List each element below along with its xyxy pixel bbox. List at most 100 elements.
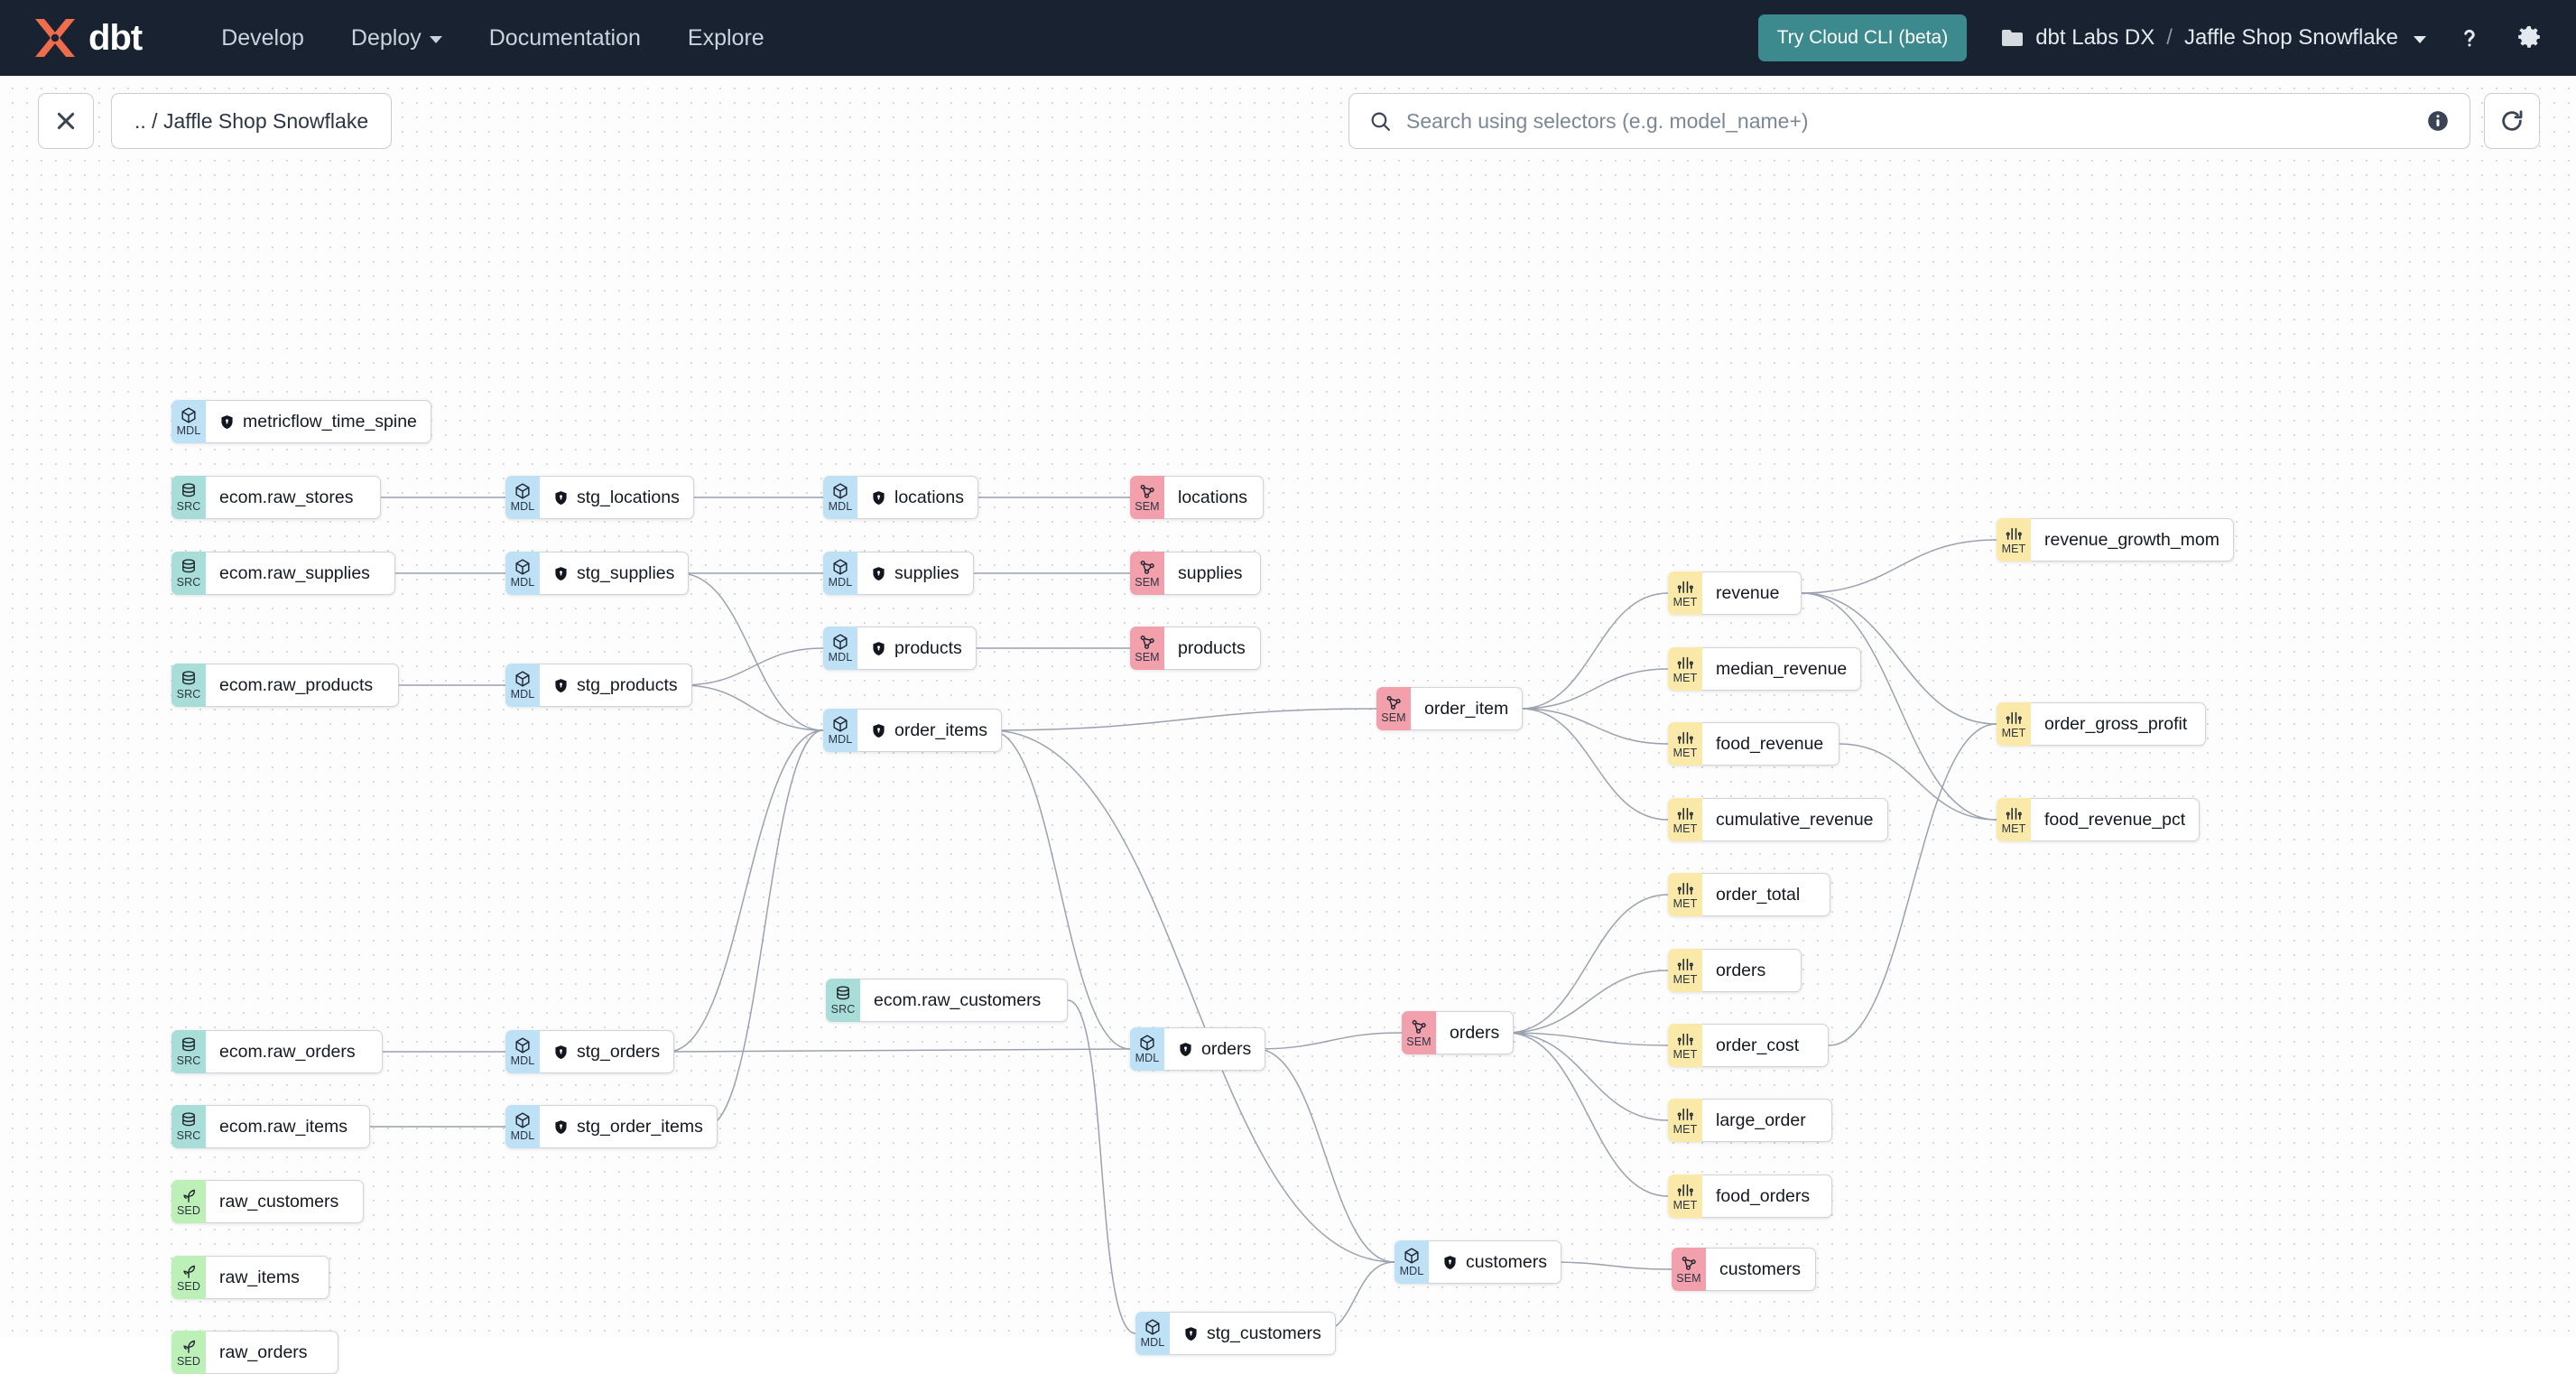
graph-node-sem_products[interactable]: SEM products [1130, 627, 1261, 670]
lineage-edge [1067, 999, 1136, 1334]
graph-node-sem_supplies[interactable]: SEM supplies [1130, 552, 1261, 595]
met-type-icon [2005, 805, 2023, 822]
refresh-graph-button[interactable] [2484, 93, 2540, 149]
node-type-label: MET [1673, 822, 1698, 835]
graph-node-sem_orders[interactable]: SEM orders [1402, 1011, 1515, 1054]
node-label: supplies [894, 562, 959, 583]
dbt-logo[interactable]: dbt [31, 16, 143, 60]
mdl-type-icon [831, 715, 849, 733]
nav-documentation[interactable]: Documentation [466, 0, 664, 76]
node-body: food_revenue [1702, 722, 1839, 766]
graph-node-sem_locations[interactable]: SEM locations [1130, 476, 1264, 519]
graph-node-met_food_revenue[interactable]: MET food_revenue [1668, 722, 1839, 766]
lineage-edge [1506, 894, 1669, 1034]
node-type-badge-mdl: MDL [505, 476, 540, 519]
graph-node-ecom_raw_customers[interactable]: SRC ecom.raw_customers [826, 979, 1068, 1022]
bar-chart-icon [1677, 731, 1693, 744]
graph-node-met_order_total[interactable]: MET order_total [1668, 873, 1830, 916]
graph-node-stg_orders[interactable]: MDL stg_orders [505, 1030, 675, 1073]
node-type-label: MET [1673, 595, 1698, 608]
graph-node-stg_order_items[interactable]: MDL stg_order_items [505, 1105, 718, 1148]
node-type-label: SED [176, 1354, 200, 1368]
graph-node-met_order_cost[interactable]: MET order_cost [1668, 1024, 1829, 1067]
node-body: revenue [1702, 571, 1802, 615]
node-label: stg_orders [577, 1041, 661, 1062]
graph-node-met_orders[interactable]: MET orders [1668, 949, 1802, 992]
graph-node-ecom_raw_items[interactable]: SRC ecom.raw_items [171, 1105, 370, 1148]
search-bar[interactable] [1348, 93, 2470, 149]
nav-develop-label: Develop [221, 24, 304, 51]
graph-node-supplies[interactable]: MDL supplies [823, 552, 974, 595]
search-input[interactable] [1406, 108, 2412, 134]
graph-node-stg_customers[interactable]: MDL stg_customers [1135, 1312, 1336, 1355]
graph-node-met_food_orders[interactable]: MET food_orders [1668, 1174, 1832, 1218]
graph-node-orders[interactable]: MDL orders [1130, 1027, 1266, 1071]
help-button[interactable] [2453, 22, 2486, 54]
nav-develop[interactable]: Develop [198, 0, 328, 76]
node-body: stg_orders [540, 1030, 675, 1073]
node-body: raw_items [206, 1256, 329, 1299]
graph-node-raw_items[interactable]: SED raw_items [171, 1256, 329, 1299]
node-type-badge-sem: SEM [1130, 627, 1164, 670]
graph-node-ecom_raw_products[interactable]: SRC ecom.raw_products [171, 664, 399, 707]
graph-node-metricflow_time_spine[interactable]: MDL metricflow_time_spine [171, 400, 431, 443]
graph-node-met_food_revenue_pct[interactable]: MET food_revenue_pct [1997, 798, 2201, 841]
node-type-label: SRC [176, 687, 201, 701]
settings-button[interactable] [2513, 22, 2545, 54]
lineage-edges [369, 497, 1997, 1334]
node-body: order_item [1411, 687, 1524, 730]
lineage-edge [667, 1048, 1131, 1053]
node-label: raw_items [219, 1267, 300, 1287]
graph-node-ecom_raw_orders[interactable]: SRC ecom.raw_orders [171, 1030, 383, 1073]
nav-explore[interactable]: Explore [664, 0, 788, 76]
met-type-icon [2005, 710, 2023, 727]
node-body: raw_orders [206, 1331, 338, 1374]
nav-deploy[interactable]: Deploy [328, 0, 466, 76]
search-info-button[interactable] [2426, 109, 2450, 133]
close-graph-button[interactable] [38, 93, 94, 149]
graph-node-stg_products[interactable]: MDL stg_products [505, 664, 692, 707]
graph-node-met_cumulative_revenue[interactable]: MET cumulative_revenue [1668, 798, 1888, 841]
graph-node-locations[interactable]: MDL locations [823, 476, 978, 519]
node-label: products [1178, 637, 1246, 658]
graph-node-stg_supplies[interactable]: MDL stg_supplies [505, 552, 690, 595]
graph-node-raw_orders[interactable]: SED raw_orders [171, 1331, 338, 1374]
node-label: cumulative_revenue [1716, 809, 1874, 830]
graph-node-met_large_order[interactable]: MET large_order [1668, 1099, 1832, 1142]
graph-node-met_revenue_growth_mom[interactable]: MET revenue_growth_mom [1997, 518, 2235, 562]
node-label: order_cost [1716, 1035, 1800, 1055]
graph-node-order_items[interactable]: MDL order_items [823, 709, 1002, 752]
graph-node-customers[interactable]: MDL customers [1395, 1240, 1561, 1284]
graph-node-sem_customers[interactable]: SEM customers [1672, 1248, 1816, 1291]
node-type-badge-mdl: MDL [1395, 1240, 1429, 1284]
node-type-badge-mdl: MDL [1130, 1027, 1164, 1071]
node-type-label: SRC [176, 499, 201, 513]
shield-icon [871, 489, 886, 506]
try-cloud-cli-button[interactable]: Try Cloud CLI (beta) [1757, 14, 1968, 61]
graph-node-sem_order_item[interactable]: SEM order_item [1376, 687, 1524, 730]
node-body: locations [857, 476, 978, 519]
share-nodes-icon [1682, 1256, 1696, 1270]
cube-icon [833, 715, 848, 732]
graph-node-ecom_raw_stores[interactable]: SRC ecom.raw_stores [171, 476, 381, 519]
graph-node-stg_locations[interactable]: MDL stg_locations [505, 476, 694, 519]
node-body: supplies [1164, 552, 1261, 595]
account-project-breadcrumb[interactable]: dbt Labs DX / Jaffle Shop Snowflake [2001, 25, 2426, 51]
graph-breadcrumb-chip[interactable]: .. / Jaffle Shop Snowflake [111, 93, 393, 149]
shield-icon [1442, 1254, 1458, 1271]
graph-node-met_revenue[interactable]: MET revenue [1668, 571, 1802, 615]
graph-node-raw_customers[interactable]: SED raw_customers [171, 1180, 364, 1223]
node-type-badge-src: SRC [826, 979, 860, 1022]
graph-node-products[interactable]: MDL products [823, 627, 977, 670]
lineage-graph-canvas[interactable]: MDL metricflow_time_spine SRC ecom.raw_s… [0, 76, 2576, 1374]
graph-node-met_median_revenue[interactable]: MET median_revenue [1668, 647, 1862, 691]
graph-node-met_order_gross_profit[interactable]: MET order_gross_profit [1997, 702, 2206, 746]
graph-node-ecom_raw_supplies[interactable]: SRC ecom.raw_supplies [171, 552, 395, 595]
gear-icon [2518, 26, 2540, 48]
account-name: dbt Labs DX [2035, 25, 2155, 50]
shield-icon [553, 677, 569, 694]
lineage-edge [1520, 708, 1669, 745]
bar-chart-icon [1677, 1184, 1693, 1196]
node-type-label: SEM [1135, 575, 1160, 589]
cube-icon [515, 1111, 530, 1128]
